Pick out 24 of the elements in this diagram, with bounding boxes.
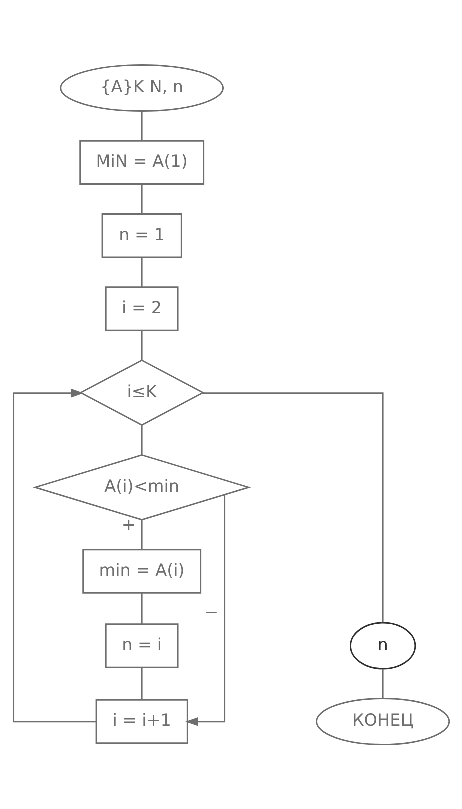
connector xyxy=(140,110,142,140)
connector xyxy=(140,257,142,287)
edge-label: − xyxy=(204,601,218,622)
node-diamond: A(i)<min xyxy=(32,454,251,520)
node-ellipse: {A}K N, n xyxy=(60,64,224,112)
node-box: min = A(i) xyxy=(82,548,202,594)
connector xyxy=(140,520,142,550)
connector xyxy=(140,184,142,214)
node-ellipse: n xyxy=(349,622,416,670)
arrow xyxy=(12,388,96,722)
node-box: i = 2 xyxy=(104,286,178,331)
node-ellipse: КОНЕЦ xyxy=(316,698,450,745)
node-box: n = 1 xyxy=(101,213,182,258)
connector xyxy=(140,592,142,624)
connector xyxy=(140,330,142,360)
node-box: i = i+1 xyxy=(95,698,188,744)
node-diamond: i≤K xyxy=(78,359,204,426)
connector xyxy=(140,425,142,454)
connector xyxy=(202,392,384,622)
connector xyxy=(140,667,142,700)
connector xyxy=(382,668,384,698)
arrow xyxy=(185,494,226,726)
node-box: MiN = A(1) xyxy=(79,140,204,184)
node-box: n = i xyxy=(104,623,178,668)
